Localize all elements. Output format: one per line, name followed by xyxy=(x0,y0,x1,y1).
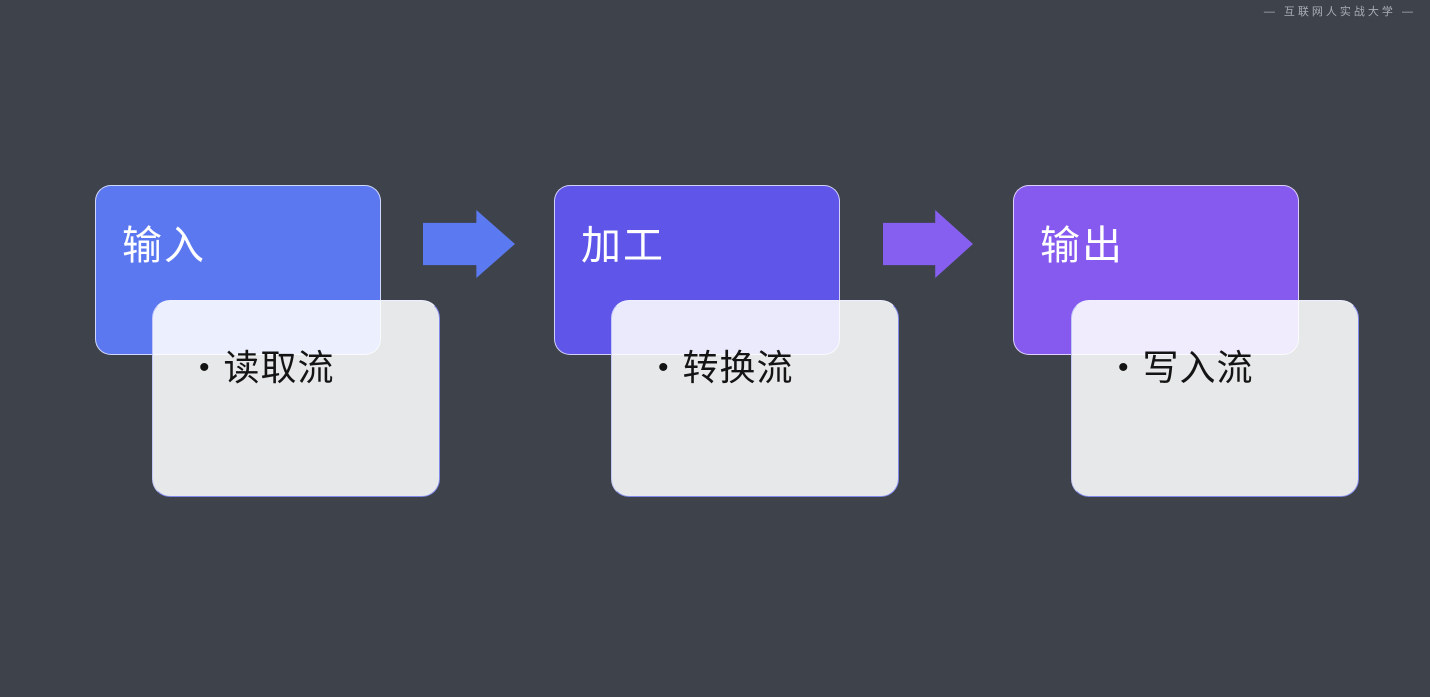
arrow-right-icon xyxy=(423,210,515,278)
bullet-line: • 转换流 xyxy=(658,347,898,388)
step-body-output[interactable]: • 写入流 xyxy=(1071,300,1359,497)
step-title-output: 输出 xyxy=(1040,224,1124,268)
step-title-process: 加工 xyxy=(581,224,665,268)
bullet-text-input: 读取流 xyxy=(223,347,335,388)
bullet-text-process: 转换流 xyxy=(682,347,794,388)
watermark-text: — 互联网人实战大学 — xyxy=(1263,6,1416,18)
bullet-line: • 写入流 xyxy=(1118,347,1358,388)
step-title-input: 输入 xyxy=(122,224,206,268)
bullet-dot-icon: • xyxy=(658,350,669,384)
bullet-text-output: 写入流 xyxy=(1142,347,1254,388)
step-body-process[interactable]: • 转换流 xyxy=(611,300,899,497)
bullet-dot-icon: • xyxy=(1118,350,1129,384)
arrow-right-icon xyxy=(883,210,973,278)
step-body-input[interactable]: • 读取流 xyxy=(152,300,440,497)
bullet-line: • 读取流 xyxy=(199,347,439,388)
bullet-dot-icon: • xyxy=(199,350,210,384)
